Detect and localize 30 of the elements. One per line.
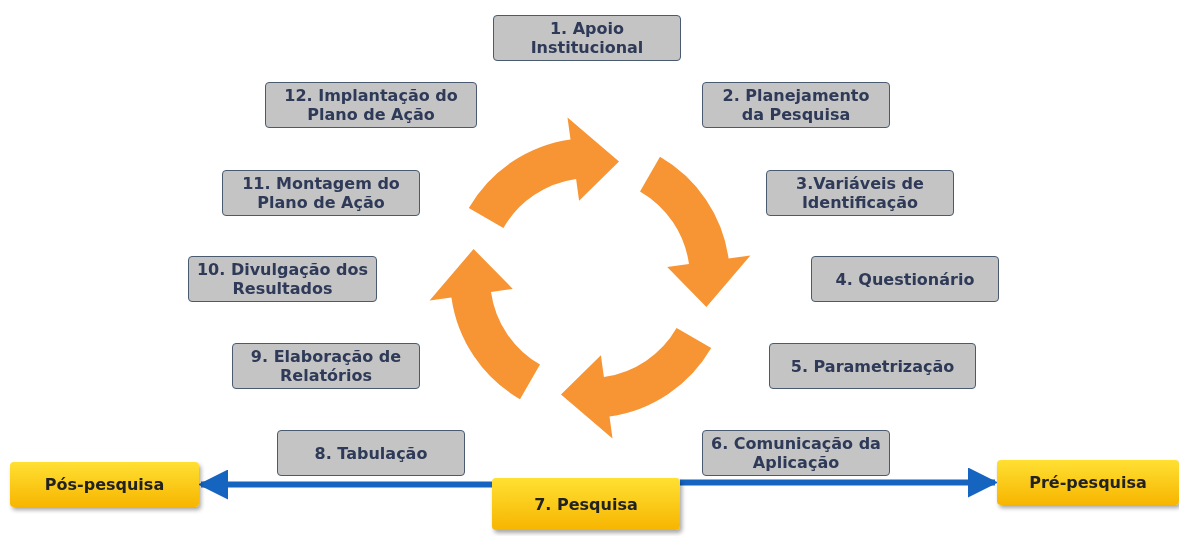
step-label: 3.Variáveis de Identificação (795, 174, 925, 212)
step-box (702, 430, 890, 476)
phase-box (492, 478, 680, 530)
step-box (702, 82, 890, 128)
step-label: Pós-pesquisa (44, 475, 165, 494)
step-box (222, 170, 420, 216)
step-label: 2. Planejamento da Pesquisa (721, 86, 871, 124)
step-box (265, 82, 477, 128)
arrow (680, 467, 998, 498)
step-label: Pré-pesquisa (1029, 473, 1147, 492)
phase-box (10, 462, 199, 507)
step-label: 7. Pesquisa (534, 494, 638, 514)
step-box (188, 256, 377, 302)
step-label: 8. Tabulação (314, 443, 428, 463)
phase-box (997, 460, 1179, 505)
step-box (811, 256, 999, 302)
step-label: 12. Implantação do Plano de Ação (283, 86, 459, 124)
step-label: 9. Elaboração de Relatórios (249, 347, 403, 385)
step-box (769, 343, 976, 389)
step-box (493, 15, 681, 61)
step-box (232, 343, 420, 389)
step-label: 1. Apoio Institucional (529, 19, 645, 57)
step-label: 10. Divulgação dos Resultados (195, 260, 369, 298)
step-box (766, 170, 954, 216)
step-label: 11. Montagem do Plano de Ação (241, 174, 401, 212)
step-box (277, 430, 465, 476)
step-label: 6. Comunicação da Aplicação (710, 434, 882, 472)
step-label: 4. Questionário (835, 269, 975, 289)
step-label: 5. Parametrização (790, 356, 955, 376)
arrow (198, 469, 492, 500)
